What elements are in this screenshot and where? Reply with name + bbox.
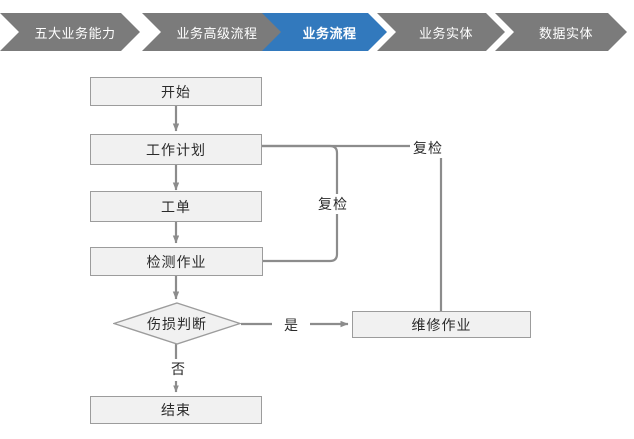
edge-label-yes: 是 (281, 315, 302, 335)
flow-node-repair-label: 维修作业 (411, 316, 472, 333)
breadcrumb-item-1-label: 五大业务能力 (34, 25, 116, 41)
flow-node-work-order-label: 工单 (161, 198, 191, 215)
flow-node-end[interactable]: 结束 (90, 396, 262, 424)
breadcrumb-item-5-label: 数据实体 (538, 25, 593, 41)
breadcrumb-item-1[interactable]: 五大业务能力 (0, 13, 140, 51)
edge-label-recheck-inner: 复检 (315, 194, 351, 214)
flow-node-work-plan[interactable]: 工作计划 (90, 134, 262, 165)
flow-node-damage-decision-label: 伤损判断 (147, 315, 207, 332)
flow-node-start-label: 开始 (161, 83, 191, 100)
flow-node-repair[interactable]: 维修作业 (352, 311, 531, 338)
breadcrumb-item-4-label: 业务实体 (418, 25, 473, 41)
breadcrumb-item-2-label: 业务高级流程 (176, 25, 258, 41)
flow-node-inspection[interactable]: 检测作业 (90, 247, 263, 276)
flow-node-end-label: 结束 (161, 402, 191, 418)
edge-label-no: 否 (168, 359, 189, 379)
flow-node-damage-decision[interactable]: 伤损判断 (113, 302, 241, 345)
flow-node-inspection-label: 检测作业 (146, 253, 207, 270)
flow-node-start[interactable]: 开始 (90, 77, 262, 106)
breadcrumb-item-4[interactable]: 业务实体 (377, 13, 505, 51)
flow-node-work-plan-label: 工作计划 (146, 141, 206, 158)
breadcrumb-item-2[interactable]: 业务高级流程 (142, 13, 282, 51)
edge-label-recheck-outer: 复检 (410, 138, 446, 158)
diamond-shape (113, 302, 241, 345)
flow-node-work-order[interactable]: 工单 (90, 191, 262, 222)
breadcrumb-item-3-active[interactable]: 业务流程 (262, 13, 387, 51)
breadcrumb-item-3-label: 业务流程 (302, 25, 357, 41)
breadcrumb-item-5[interactable]: 数据实体 (495, 13, 627, 51)
breadcrumb: 五大业务能力 业务高级流程 业务流程 业务实体 数据实体 (0, 13, 634, 51)
